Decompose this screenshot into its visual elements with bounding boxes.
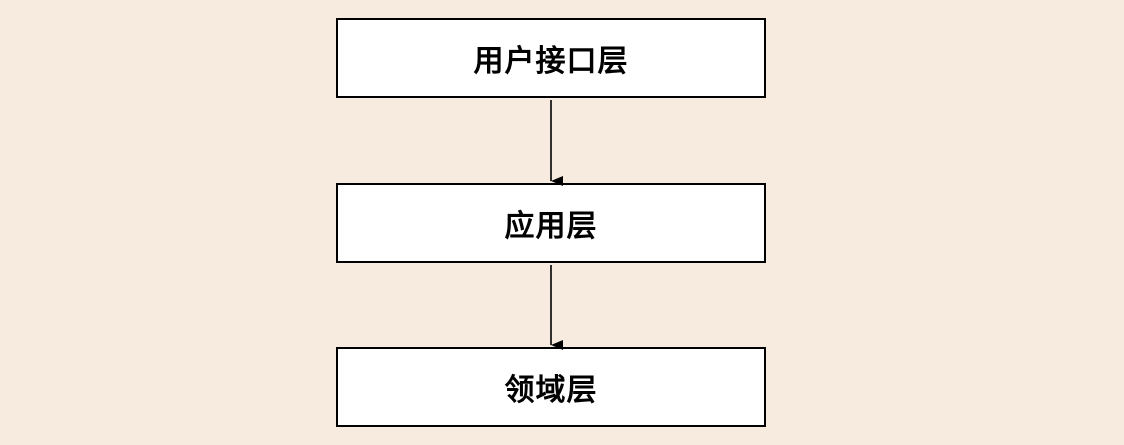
application-layer-label: 应用层 — [504, 209, 598, 244]
application-layer-box: 应用层 — [336, 183, 766, 263]
domain-layer-label: 领域层 — [504, 373, 598, 408]
user-interface-layer-box: 用户接口层 — [336, 18, 766, 98]
domain-layer-box: 领域层 — [336, 347, 766, 427]
user-interface-layer-label: 用户接口层 — [473, 44, 629, 79]
